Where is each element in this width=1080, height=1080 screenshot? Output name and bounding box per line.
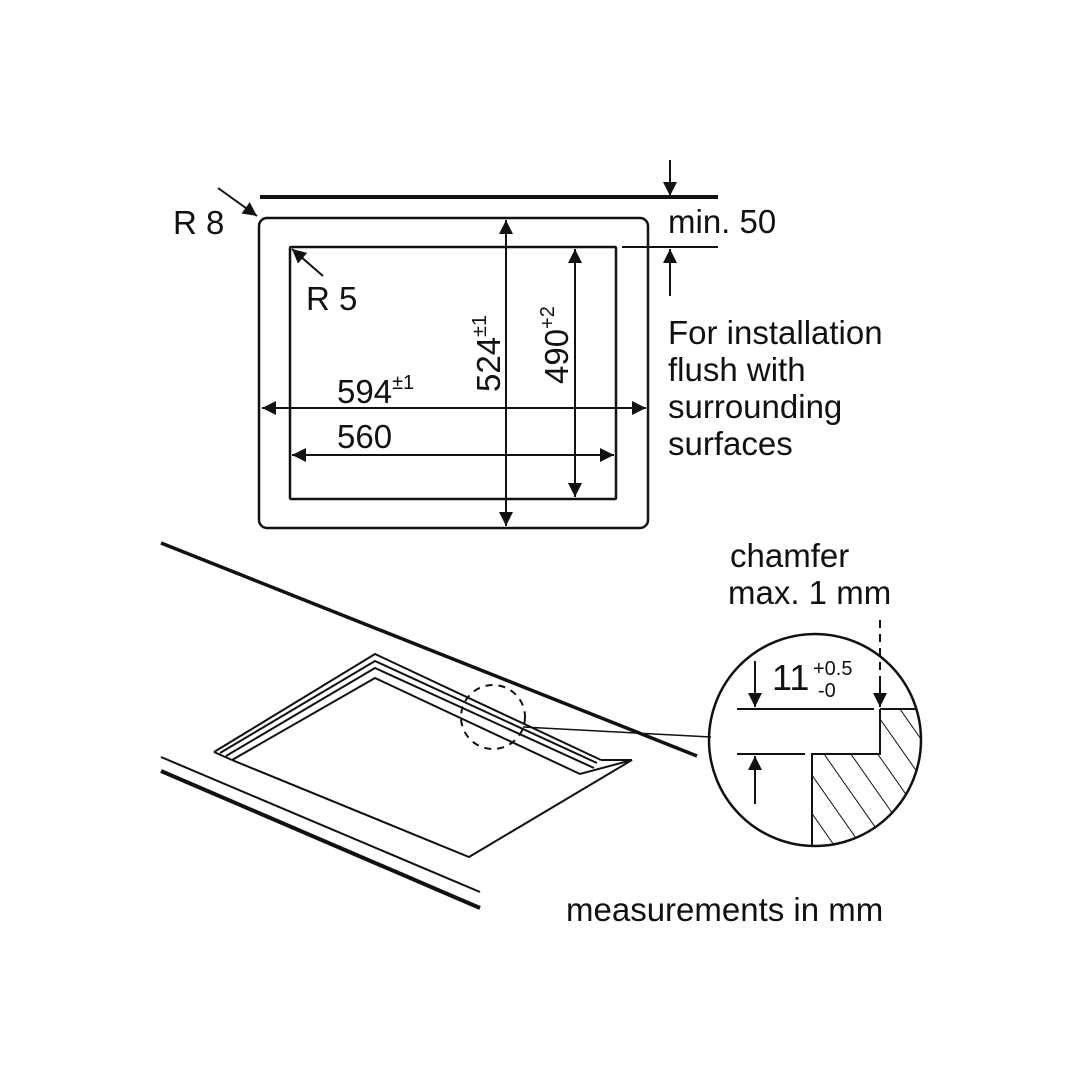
cutout-inner-edge xyxy=(231,676,633,859)
dim-524-label: 524±1 xyxy=(469,315,507,392)
outer-cutout xyxy=(257,216,650,530)
units-note: measurements in mm xyxy=(566,891,883,928)
note-line-4: surfaces xyxy=(668,425,793,462)
dim-594-label: 594±1 xyxy=(337,372,414,410)
chamfer-label-line-1: chamfer xyxy=(730,537,849,574)
cutout-rebate-edge-1 xyxy=(219,659,598,764)
detail-view: chamfer max. 1 mm 11 +0.5 -0 xyxy=(707,537,923,848)
note-line-1: For installation xyxy=(668,314,883,351)
dim-560-label: 560 xyxy=(337,418,392,455)
chamfer-label-line-2: max. 1 mm xyxy=(728,574,891,611)
detail-leader-line xyxy=(522,726,712,738)
top-view: R 8 R 5 594±1 560 524±1 490+2 min. 50 xyxy=(173,160,776,530)
installation-note: For installation flush with surrounding … xyxy=(668,314,883,462)
cutout-outer-edge xyxy=(213,652,602,761)
rebate-tol-upper: +0.5 xyxy=(813,658,852,680)
rebate-depth-value: 11 xyxy=(772,657,809,698)
r8-label: R 8 xyxy=(173,204,224,241)
note-line-3: surrounding xyxy=(668,388,842,425)
r5-label: R 5 xyxy=(306,280,357,317)
r5-arrow xyxy=(291,248,324,277)
inner-cutout xyxy=(288,245,618,501)
detail-circle xyxy=(707,632,923,848)
cutout-left-cap xyxy=(213,751,233,761)
worktop-front-edge-top xyxy=(160,756,481,893)
note-line-2: flush with xyxy=(668,351,806,388)
worktop-back-edge xyxy=(160,541,698,758)
worktop-front-edge-bottom xyxy=(160,769,481,910)
cutout-rebate-edge-2 xyxy=(225,666,595,769)
r8-arrow xyxy=(217,187,258,217)
perspective-view xyxy=(160,541,712,910)
rebate-tol-lower: -0 xyxy=(818,680,836,702)
dim-490-label: 490+2 xyxy=(537,306,575,384)
min50-label: min. 50 xyxy=(668,203,776,240)
detail-marker-circle xyxy=(460,684,526,750)
